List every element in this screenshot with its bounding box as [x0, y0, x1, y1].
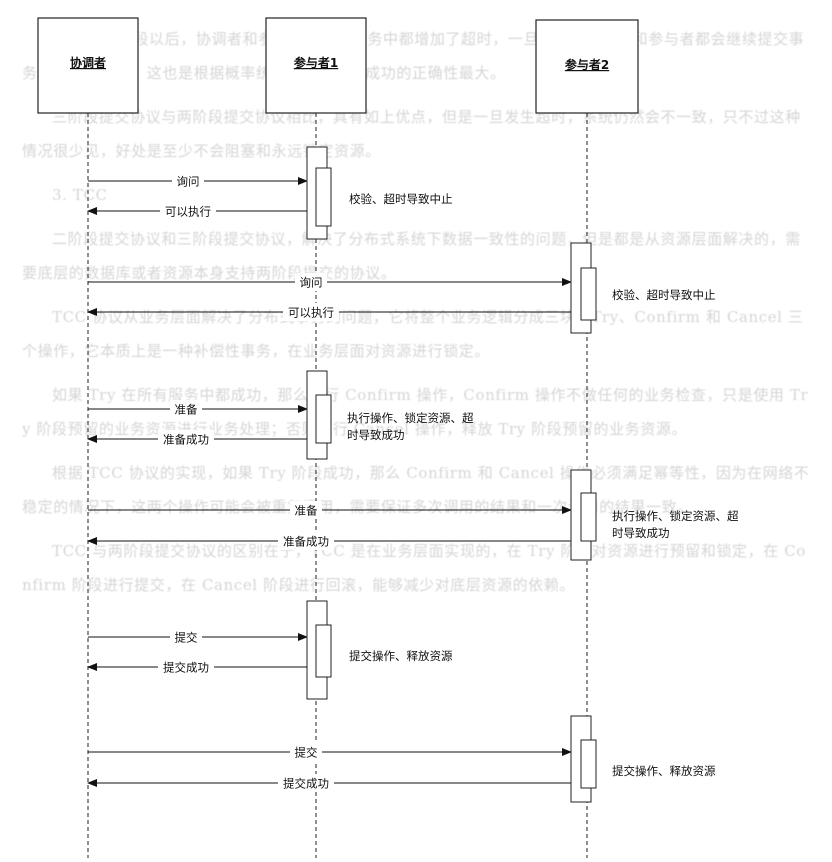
activation-inner-bar	[580, 267, 597, 321]
message-label-bg	[278, 532, 334, 550]
message-label: 询问	[300, 276, 323, 290]
message-label: 提交	[295, 746, 318, 760]
message-label: 可以执行	[288, 306, 334, 320]
message-label: 可以执行	[165, 205, 211, 219]
activation-label: 校验、超时导致中止	[349, 192, 453, 206]
activation-inner-bar	[315, 624, 332, 678]
message-label: 询问	[177, 175, 200, 189]
message-label-bg	[295, 273, 327, 291]
message-label-bg	[278, 774, 334, 792]
activation-label: 提交操作、释放资源	[349, 649, 453, 663]
activation-label-line: 校验、超时导致中止	[612, 288, 716, 302]
message-label-bg	[158, 658, 214, 676]
activation-label-line: 时导致成功	[612, 526, 670, 540]
participant-coordinator-box	[37, 17, 139, 114]
activation-label-line: 提交操作、释放资源	[612, 764, 716, 778]
message-label: 准备	[175, 403, 198, 417]
activation-label-line: 时导致成功	[347, 428, 405, 442]
activation-label: 提交操作、释放资源	[612, 764, 716, 778]
activation-label: 执行操作、锁定资源、超时导致成功	[347, 411, 474, 442]
message-label-bg	[160, 202, 216, 220]
message-label-bg	[290, 743, 322, 761]
activation-label-line: 提交操作、释放资源	[349, 649, 453, 663]
activation-inner-bar	[580, 739, 597, 789]
background-paragraph: 3. TCC	[52, 186, 108, 204]
message-label-bg	[283, 303, 339, 321]
activation-inner-bar	[315, 394, 332, 444]
background-paragraph: 根据 TCC 协议的实现，如果 Try 阶段成功，那么 Confirm 和 Ca…	[22, 464, 810, 516]
message-label: 提交成功	[163, 661, 209, 675]
message-label-bg	[170, 400, 202, 418]
participant-2-box	[535, 19, 639, 114]
activation-label: 校验、超时导致中止	[612, 288, 716, 302]
activation-label-line: 校验、超时导致中止	[349, 192, 453, 206]
message-label-bg	[170, 628, 202, 646]
message-label-bg	[172, 172, 204, 190]
message-label-bg	[290, 501, 322, 519]
activation-inner-bar	[580, 492, 597, 542]
activation-label: 执行操作、锁定资源、超时导致成功	[612, 509, 739, 540]
message-label: 准备	[295, 504, 318, 518]
participant-label: 参与者2	[565, 57, 609, 72]
participant-label: 参与者1	[294, 55, 338, 70]
message-label: 准备成功	[163, 433, 209, 447]
message-label-bg	[158, 430, 214, 448]
activation-label-line: 执行操作、锁定资源、超	[347, 411, 474, 425]
message-label: 提交成功	[283, 777, 329, 791]
background-paragraph: TCC 与两阶段提交协议的区别在于，TCC 是在业务层面实现的，在 Try 阶段…	[22, 542, 806, 594]
message-label: 准备成功	[283, 535, 329, 549]
participant-1-box	[265, 17, 367, 114]
activation-label-line: 执行操作、锁定资源、超	[612, 509, 739, 523]
participant-label: 协调者	[70, 55, 106, 70]
message-label: 提交	[175, 631, 198, 645]
activation-inner-bar	[315, 167, 332, 227]
